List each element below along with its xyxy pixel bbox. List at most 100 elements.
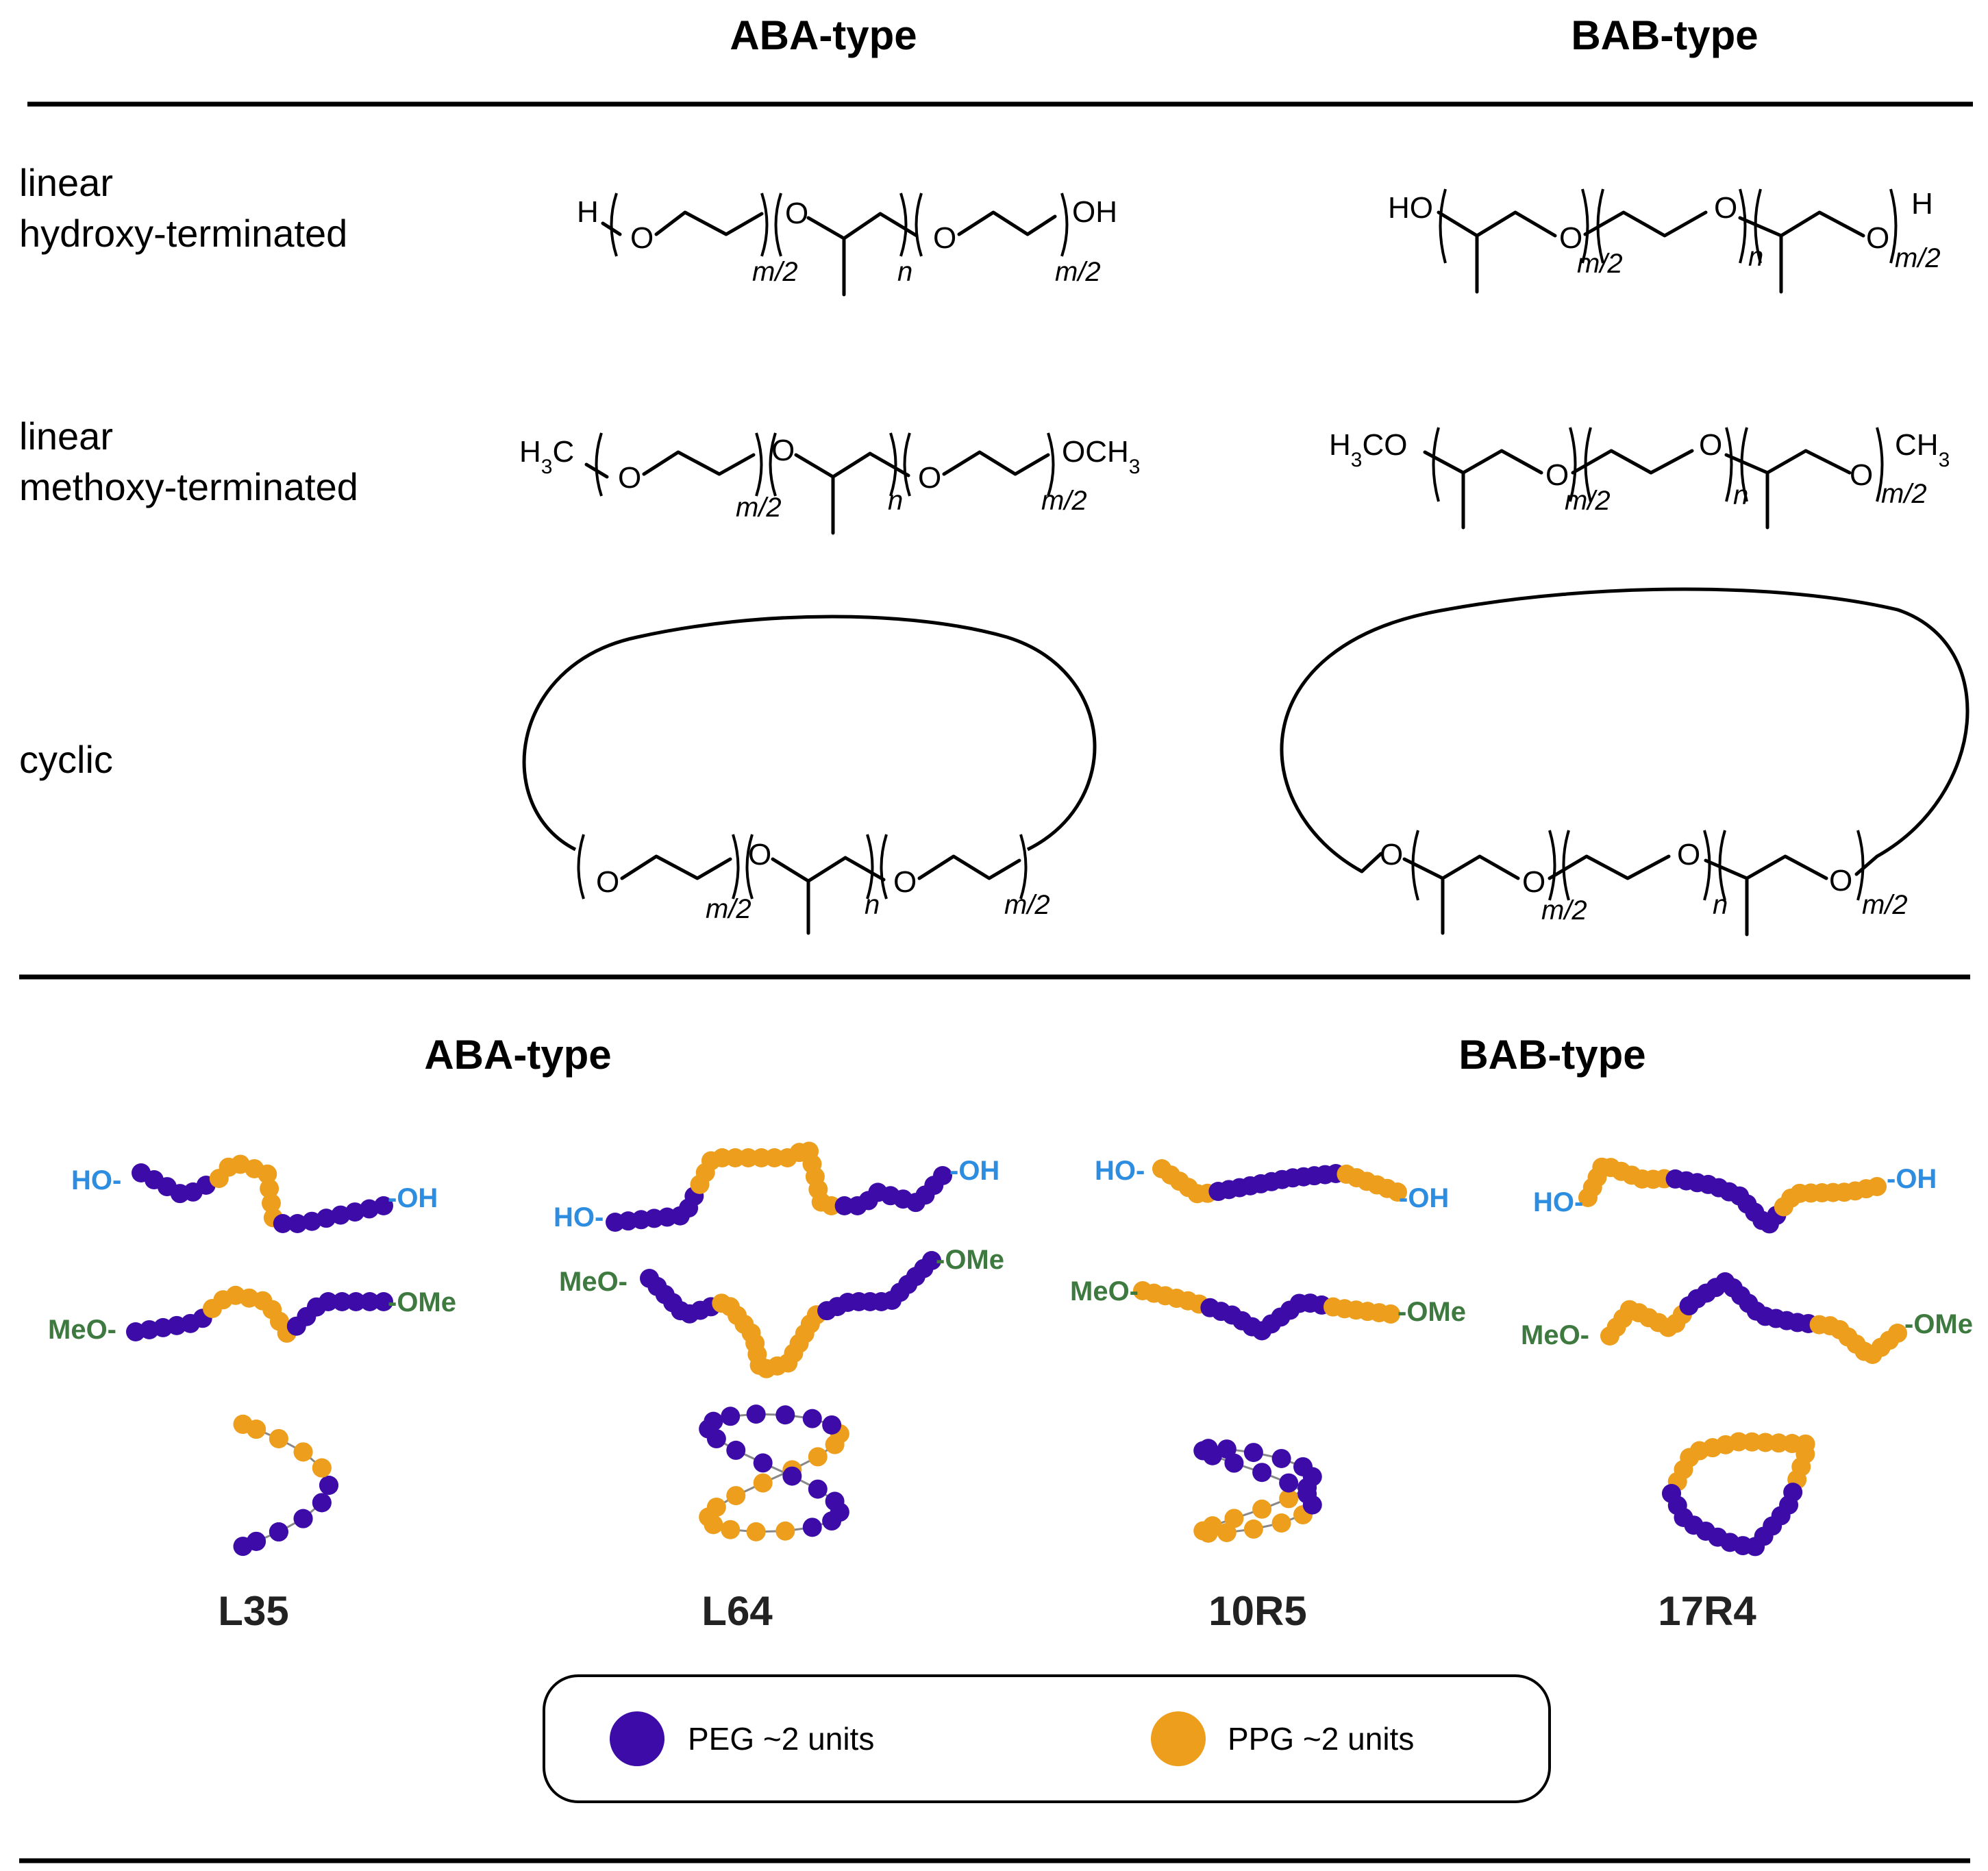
- bab-cyclic-bonds-4: [1704, 854, 1828, 937]
- bab-methoxy-o-3: O: [1850, 458, 1873, 492]
- bab-hydroxy-bonds-1: [1437, 210, 1557, 294]
- aba-hydroxy-paren-3: [774, 193, 782, 257]
- aba-methoxy-o-3: O: [918, 461, 941, 495]
- aba-methoxy-bonds-1: [584, 462, 609, 479]
- aba-methoxy-och3: OCH3: [1062, 435, 1140, 478]
- bab-cyclic-paren-6: [1856, 830, 1865, 901]
- peg-bead: [1293, 1457, 1313, 1476]
- peg-bead: [346, 1292, 366, 1311]
- bab-methoxy-o-2: O: [1699, 428, 1722, 462]
- bab-cyclic-bonds-1: [1360, 852, 1383, 873]
- r105-hydroxy-left: HO-: [1095, 1156, 1145, 1186]
- legend-peg-swatch: [610, 1711, 664, 1766]
- ppg-bead: [261, 1193, 281, 1213]
- r174-methoxy-chain: [1600, 1272, 1907, 1364]
- ppg-bead: [258, 1164, 277, 1184]
- ppg-bead: [1867, 1177, 1887, 1196]
- peg-bead: [922, 1251, 941, 1270]
- ppg-bead: [1217, 1522, 1237, 1542]
- peg-bead: [345, 1202, 365, 1222]
- aba-methoxy-bonds-4: [868, 451, 910, 478]
- aba-cyclic-paren-5: [880, 834, 888, 900]
- bab-methoxy-m2-2: m/2: [1881, 479, 1927, 509]
- bab-hydroxy-h: H: [1911, 187, 1933, 221]
- bab-methoxy-h3co: H3CO: [1329, 428, 1407, 471]
- aba-hydroxy-paren-6: [1060, 193, 1069, 257]
- aba-hydroxy-bonds-1: [601, 221, 622, 236]
- aba-hydroxy-paren-2: [760, 193, 769, 257]
- peg-bead: [822, 1415, 842, 1435]
- bab-methoxy-paren-4: [1725, 427, 1733, 502]
- row-label-cyclic: cyclic: [19, 738, 113, 781]
- ppg-bead: [746, 1522, 766, 1541]
- peg-bead: [1217, 1439, 1237, 1459]
- ppg-bead: [1888, 1324, 1907, 1343]
- r174-hydroxy-right: -OH: [1887, 1164, 1937, 1194]
- l35-cyclic: [233, 1414, 338, 1557]
- aba-methoxy-bonds-3: [794, 451, 872, 535]
- peg-bead: [706, 1429, 726, 1449]
- ppg-bead: [753, 1473, 773, 1493]
- peg-bead: [1302, 1495, 1322, 1515]
- bab-methoxy-paren-5: [1740, 427, 1748, 502]
- bab-methoxy-bonds-1: [1423, 449, 1543, 530]
- bottom-header-bab: BAB-type: [1458, 1032, 1645, 1078]
- ppg-bead: [247, 1420, 266, 1439]
- l64-hydroxy-right: -OH: [949, 1156, 999, 1186]
- bab-cyclic-paren-3: [1562, 830, 1570, 901]
- bab-cyclic-ring: [1280, 587, 1970, 873]
- bab-methoxy-bonds-3: [1724, 449, 1852, 530]
- bab-cyclic-bonds-3: [1548, 854, 1671, 880]
- peg-bead: [1252, 1463, 1272, 1483]
- l35-methoxy-right: -OMe: [388, 1287, 456, 1317]
- peg-bead: [1202, 1446, 1222, 1465]
- structure-bab-cyclic: O O m/2 O n O m/2: [1280, 587, 1970, 937]
- aba-methoxy-paren-4: [889, 432, 897, 497]
- aba-methoxy-bonds-5: [942, 450, 1050, 476]
- peg-bead: [933, 1166, 952, 1185]
- peg-bead: [316, 1209, 336, 1228]
- aba-cyclic-bonds-1: [620, 854, 732, 880]
- code-17r4: 17R4: [1658, 1588, 1756, 1634]
- l64-methoxy-left: MeO-: [559, 1267, 628, 1297]
- aba-methoxy-paren-1: [595, 432, 603, 497]
- l64-hydroxy-left: HO-: [554, 1202, 604, 1232]
- peg-bead: [1224, 1453, 1244, 1473]
- peg-bead: [293, 1509, 313, 1528]
- l64-hydroxy-chain: [606, 1141, 952, 1232]
- bab-hydroxy-m2-2: m/2: [1895, 243, 1941, 273]
- aba-methoxy-paren-2: [755, 432, 763, 497]
- aba-hydroxy-paren-1: [610, 193, 618, 257]
- ppg-bead: [1224, 1509, 1244, 1528]
- aba-cyclic-ring: [522, 615, 1097, 852]
- ppg-bead: [775, 1521, 795, 1541]
- peg-bead: [332, 1292, 352, 1311]
- l35-hydroxy-right: -OH: [388, 1183, 438, 1213]
- bab-hydroxy-ho: HO: [1388, 191, 1433, 225]
- peg-bead: [1243, 1443, 1263, 1463]
- bab-cyclic-bonds-5: [1854, 854, 1879, 876]
- bab-cyclic-m2-2: m/2: [1862, 890, 1908, 920]
- bab-cyclic-o-3: O: [1677, 838, 1700, 871]
- code-l64: L64: [701, 1588, 773, 1634]
- bab-methoxy-ch3: CH3: [1895, 428, 1950, 471]
- l64-methoxy-chain: [640, 1251, 941, 1378]
- r105-hydroxy-right: -OH: [1399, 1183, 1449, 1213]
- row-label-methoxy-1: linear: [19, 414, 113, 458]
- aba-cyclic-paren-6: [1019, 834, 1028, 900]
- ppg-bead: [1728, 1432, 1748, 1452]
- bab-cyclic-o-2: O: [1522, 865, 1545, 899]
- bab-hydroxy-bonds-3: [1738, 210, 1865, 294]
- r105-hydroxy-chain: [1152, 1159, 1407, 1204]
- peg-bead: [721, 1407, 741, 1426]
- aba-methoxy-h3c: H3C: [519, 435, 574, 478]
- aba-methoxy-paren-5: [903, 432, 911, 497]
- structure-bab-hydroxy: HO O m/2 O n O m/2 H: [1388, 187, 1941, 294]
- structure-bab-methoxy: H3CO O m/2 O n O m/2 CH3: [1329, 427, 1950, 530]
- row-label-hydroxy-2: hydroxy-terminated: [19, 212, 347, 255]
- aba-methoxy-m2-2: m/2: [1041, 486, 1087, 516]
- aba-cyclic-paren-2: [732, 834, 740, 900]
- aba-cyclic-n: n: [865, 890, 880, 920]
- aba-cyclic-o-1: O: [596, 865, 619, 899]
- ppg-bead: [260, 1178, 279, 1198]
